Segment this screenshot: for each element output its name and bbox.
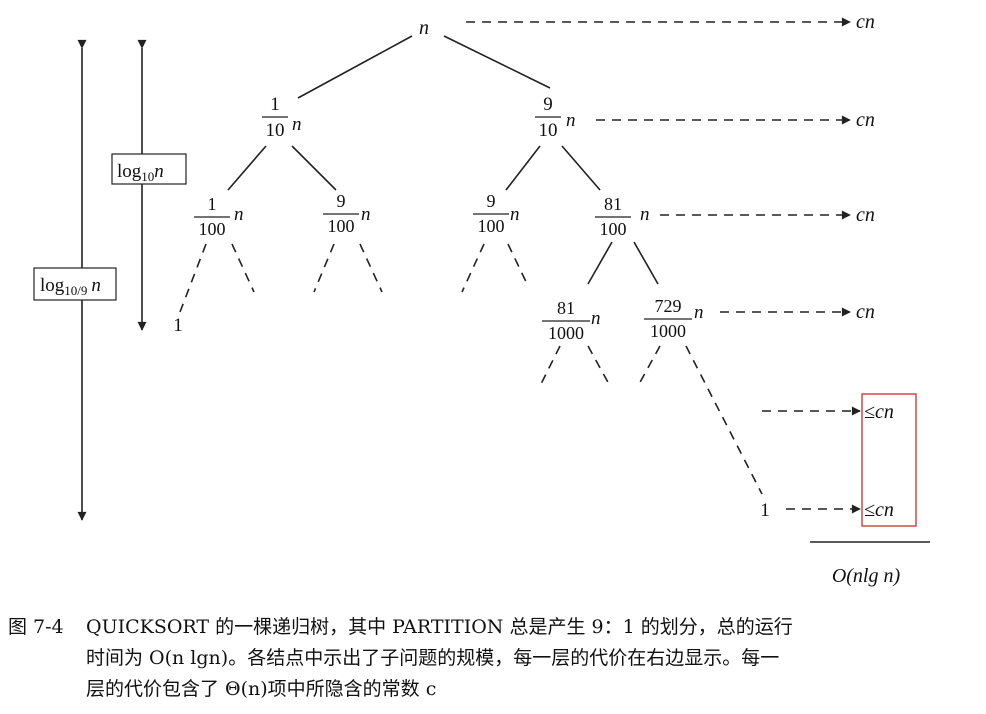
edge-root-left: [297, 35, 413, 99]
cost-label-2: cn: [856, 204, 875, 226]
svg-text:n: n: [640, 204, 650, 225]
dash-sub-6b: [685, 345, 763, 495]
node-9-100-n-b: 9 100 n: [473, 191, 520, 236]
caption-line-2: 时间为 O(n lgn)。各结点中示出了子问题的规模，每一层的代价在右边显示。每…: [86, 647, 780, 669]
node-9-10-n: 9 10 n: [535, 94, 576, 141]
dash-sub-6a: [637, 345, 661, 387]
edge-root-right: [443, 35, 551, 89]
dash-sub-1a: [179, 243, 207, 313]
svg-text:10: 10: [539, 120, 558, 141]
svg-text:n: n: [510, 204, 520, 225]
svg-text:n: n: [694, 302, 704, 323]
svg-text:log10n: log10n: [117, 161, 164, 184]
total-cost: O(nlg n): [832, 565, 901, 587]
svg-text:81: 81: [557, 298, 575, 318]
caption-line-1: 图 7-4 QUICKSORT 的一棵递归树，其中 PARTITION 总是产生 …: [8, 612, 978, 643]
svg-text:81: 81: [604, 194, 622, 214]
leaf-right: 1: [760, 500, 770, 521]
dash-sub-3b: [507, 243, 529, 287]
svg-text:1: 1: [208, 194, 217, 214]
edge-l1-right-a: [505, 145, 541, 191]
dash-sub-5b: [587, 345, 611, 387]
leaf-left: 1: [173, 315, 183, 336]
node-81-1000-n: 81 1000 n: [542, 298, 601, 343]
node-81-100-n: 81 100 n: [595, 194, 650, 239]
edge-l1-left-b: [291, 145, 337, 191]
node-9-100-n-a: 9 100 n: [323, 191, 371, 236]
dash-sub-2b: [359, 243, 383, 293]
node-root: n: [419, 17, 429, 39]
svg-text:100: 100: [328, 216, 355, 236]
cost-label-0: cn: [856, 11, 875, 33]
cost-label-5: ≤cn: [864, 499, 894, 521]
svg-text:1000: 1000: [650, 321, 686, 341]
cost-label-3: cn: [856, 301, 875, 323]
dash-sub-2a: [313, 243, 335, 293]
svg-text:100: 100: [600, 219, 627, 239]
svg-text:9: 9: [337, 191, 346, 211]
caption-text-1: QUICKSORT 的一棵递归树，其中 PARTITION 总是产生 9：1 的…: [86, 616, 793, 638]
cost-label-4: ≤cn: [864, 401, 894, 423]
svg-text:9: 9: [543, 94, 553, 115]
svg-text:n: n: [292, 114, 302, 135]
svg-text:100: 100: [199, 219, 226, 239]
svg-text:1000: 1000: [548, 323, 584, 343]
dash-sub-4b: [633, 241, 659, 285]
caption-line-3: 层的代价包含了 Θ(n)项中所隐含的常数 c: [86, 678, 437, 700]
svg-text:n: n: [234, 204, 244, 225]
svg-text:9: 9: [487, 191, 496, 211]
svg-text:log10/9n: log10/9n: [40, 275, 101, 298]
edge-l1-left-a: [227, 145, 267, 191]
svg-text:n: n: [361, 204, 371, 225]
dash-sub-4a: [587, 241, 613, 285]
svg-text:729: 729: [655, 296, 682, 316]
svg-text:100: 100: [478, 216, 505, 236]
highlight-box: [861, 393, 917, 527]
svg-text:10: 10: [266, 120, 285, 141]
node-1-10-n: 1 10 n: [262, 94, 302, 141]
svg-text:1: 1: [270, 94, 280, 115]
dash-sub-5a: [539, 345, 561, 387]
figure-caption: 图 7-4 QUICKSORT 的一棵递归树，其中 PARTITION 总是产生 …: [8, 612, 978, 705]
svg-text:n: n: [566, 110, 576, 131]
edge-l1-right-b: [561, 145, 601, 191]
svg-text:n: n: [591, 308, 601, 329]
cost-label-1: cn: [856, 109, 875, 131]
figure-number: 图 7-4: [8, 616, 64, 638]
node-729-1000-n: 729 1000 n: [644, 296, 704, 341]
node-1-100-n: 1 100 n: [194, 194, 244, 239]
dash-sub-1b: [231, 243, 255, 293]
label-log10n: log10n: [111, 153, 187, 185]
dash-sub-3a: [461, 243, 485, 293]
